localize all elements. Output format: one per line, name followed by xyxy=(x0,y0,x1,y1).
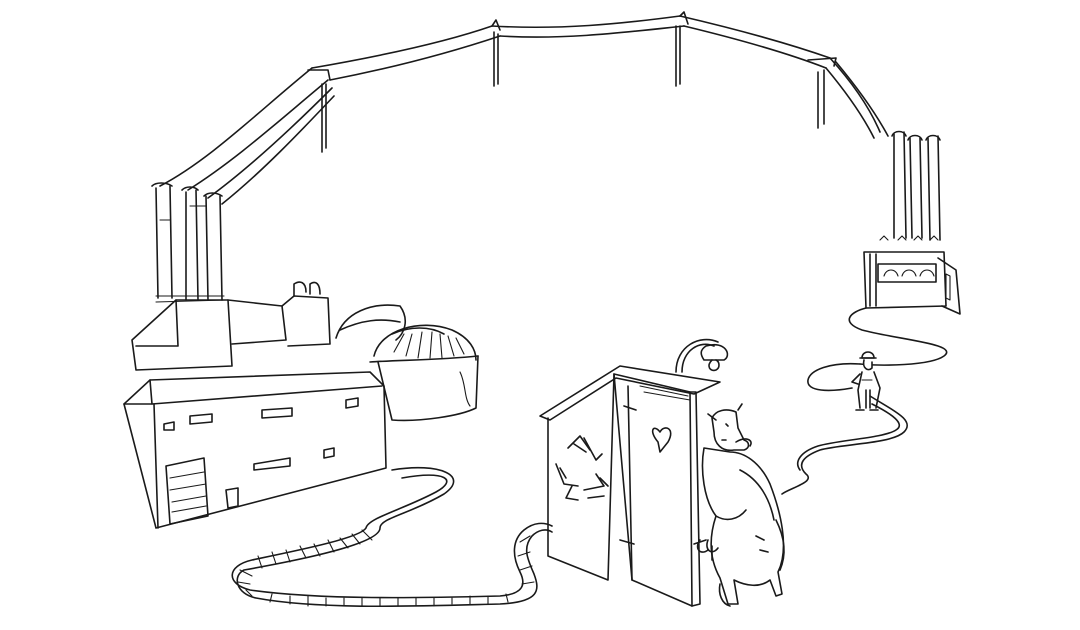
distant-factory xyxy=(863,130,961,315)
recycle-icon xyxy=(555,435,609,501)
lamp xyxy=(675,338,729,373)
smokestack-pipeline-hoses xyxy=(159,11,889,205)
winding-hose xyxy=(781,307,948,495)
digester-tanks xyxy=(335,304,479,422)
small-worker xyxy=(851,351,881,411)
heart-icon xyxy=(651,427,672,453)
power-plant-smokestacks xyxy=(151,182,227,303)
ground-hose xyxy=(231,466,553,608)
outhouse xyxy=(539,365,721,607)
cow xyxy=(696,403,785,607)
